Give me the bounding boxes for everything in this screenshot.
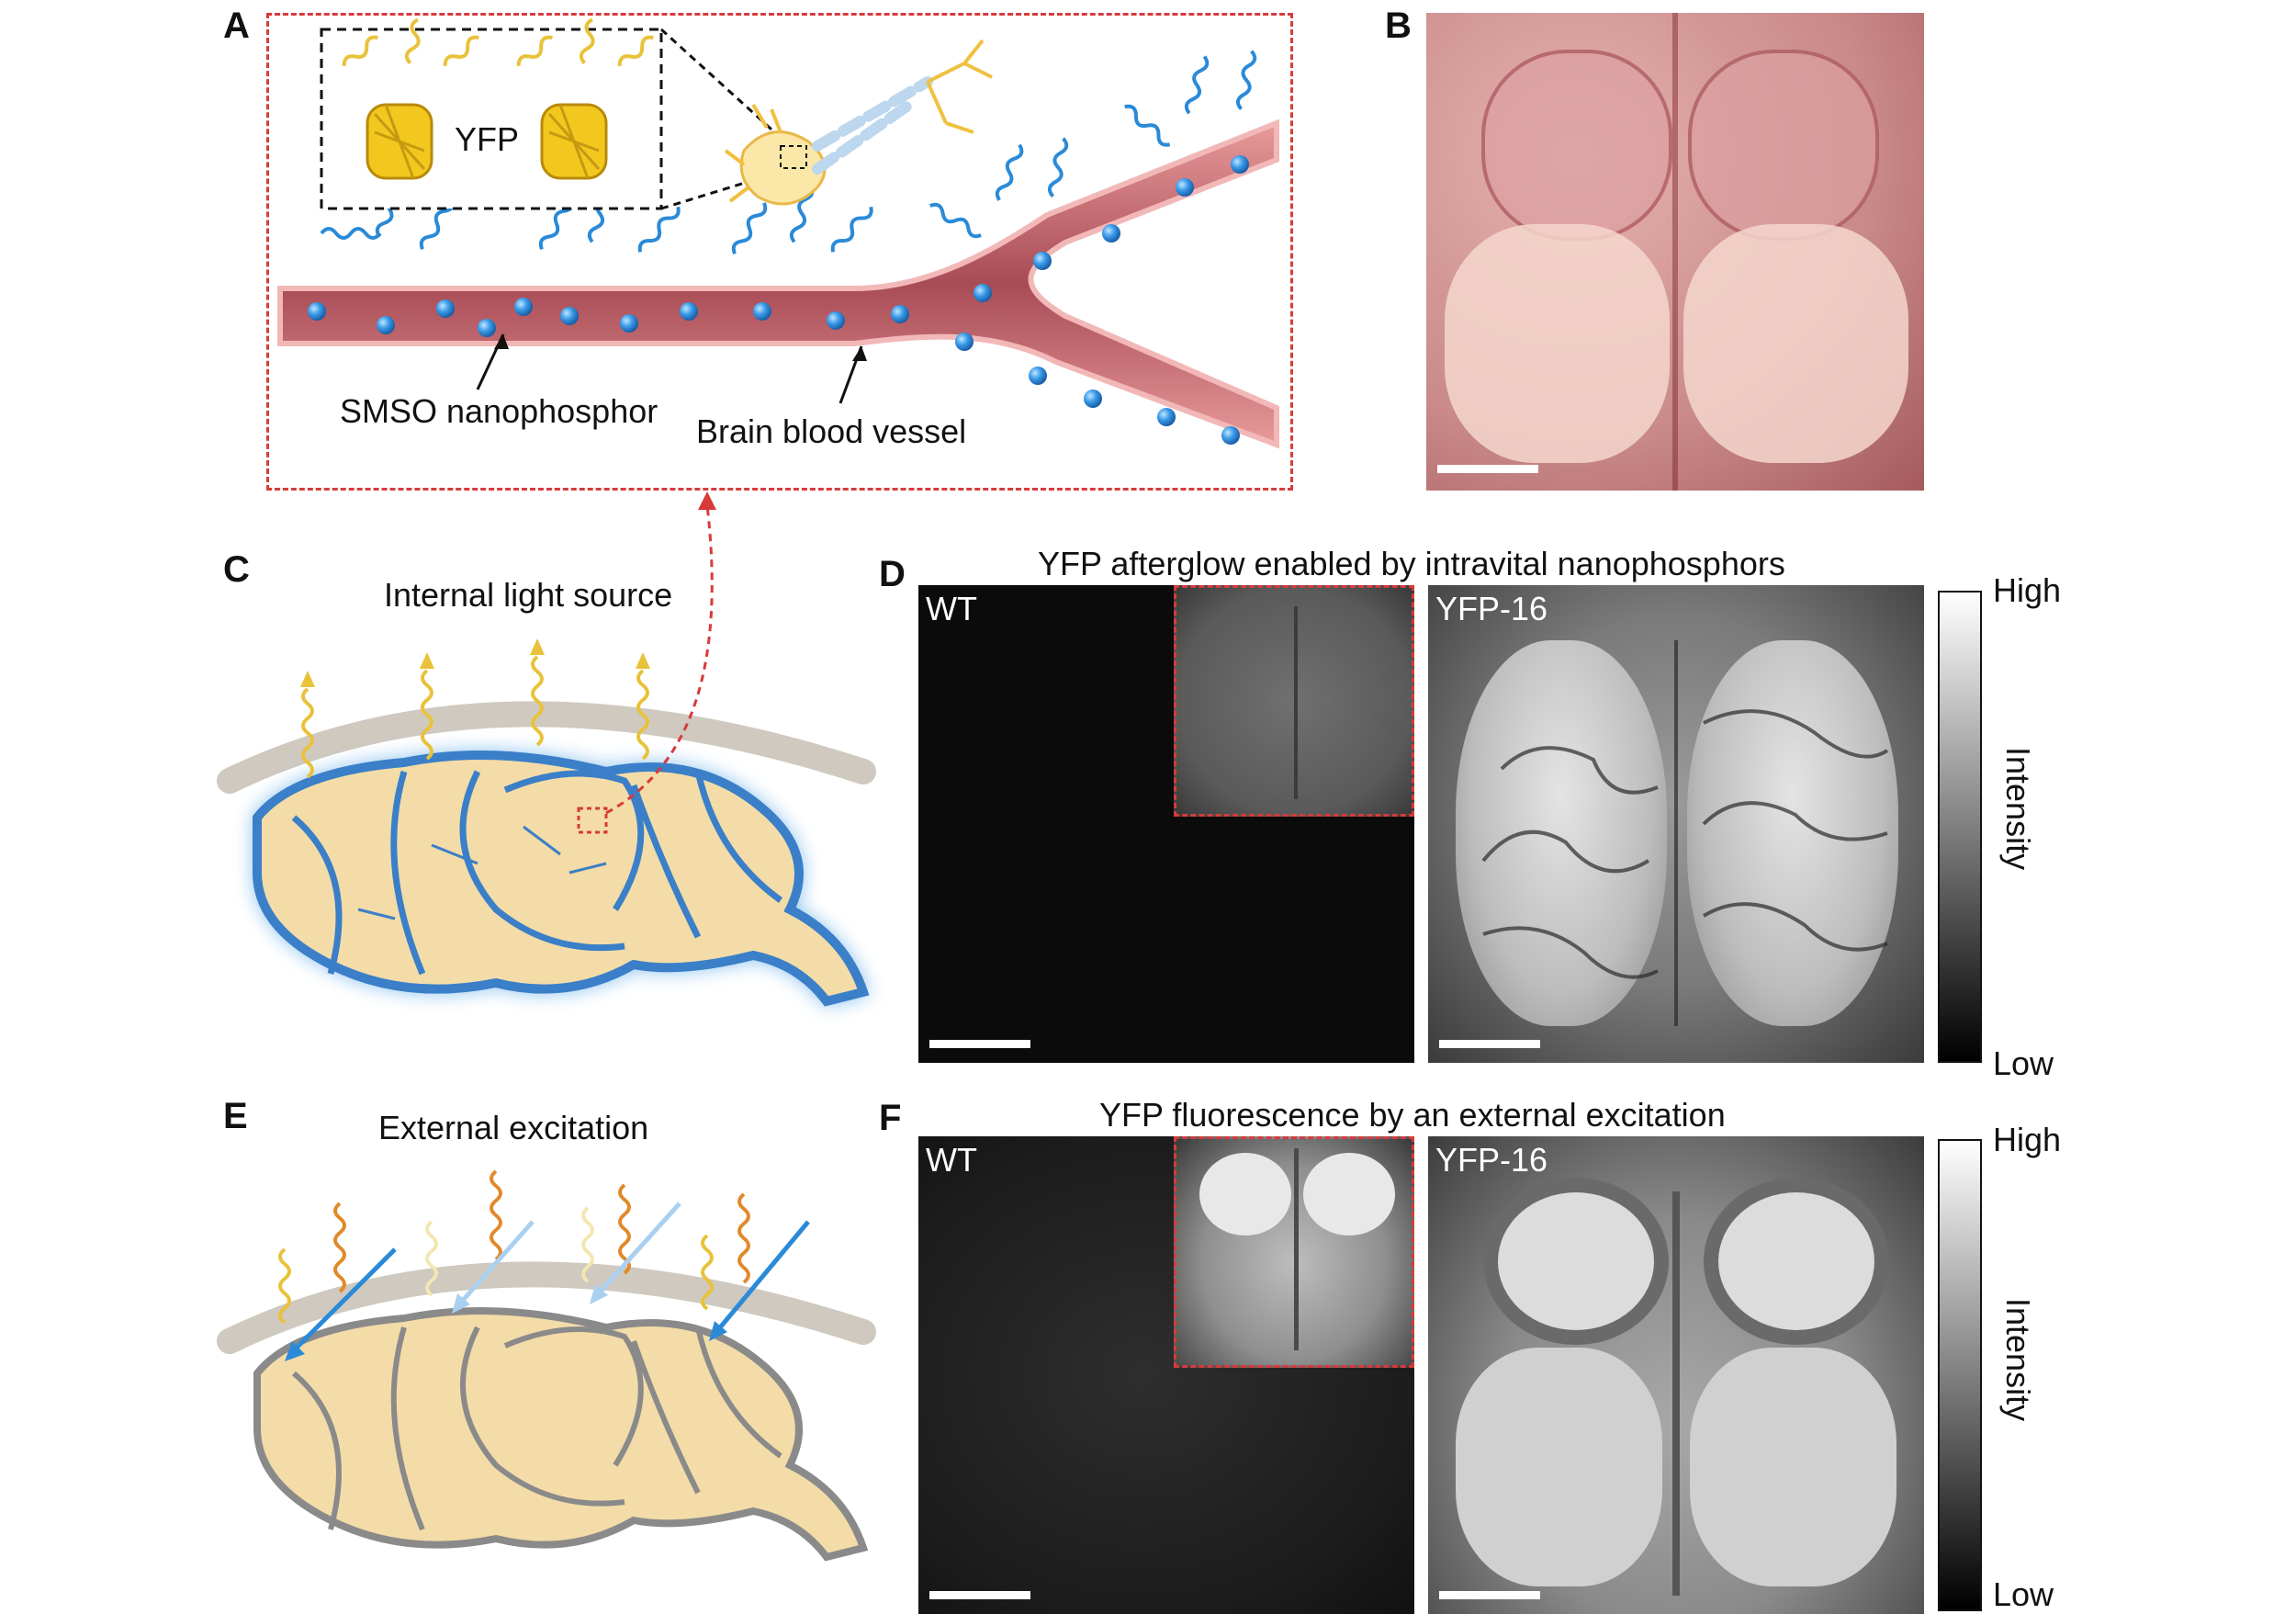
scale-bar <box>1437 465 1538 473</box>
panel-d-title: YFP afterglow enabled by intravital nano… <box>1038 547 1785 581</box>
panel-letter-e: E <box>223 1098 248 1134</box>
panel-letter-a: A <box>223 7 250 44</box>
d-colorbar <box>1938 591 1982 1063</box>
f-wt-scale-bar <box>929 1591 1030 1599</box>
d-yfp16-image: YFP-16 <box>1428 585 1924 1063</box>
d-colorbar-axis: Intensity <box>2001 747 2034 870</box>
brain-icon <box>220 634 882 1020</box>
d-wt-inset <box>1174 585 1414 817</box>
d-wt-label: WT <box>926 593 977 626</box>
brain-photograph <box>1426 13 1924 491</box>
panel-letter-c: C <box>223 551 250 588</box>
d-wt-scale-bar <box>929 1040 1030 1048</box>
d-yfp16-label: YFP-16 <box>1435 593 1548 626</box>
d-wt-image: WT <box>918 585 1414 1063</box>
panel-letter-f: F <box>879 1100 901 1136</box>
f-yfp16-label: YFP-16 <box>1435 1144 1548 1177</box>
f-colorbar-axis: Intensity <box>2001 1298 2034 1421</box>
f-colorbar-low: Low <box>1993 1578 2054 1611</box>
d-colorbar-high: High <box>1993 574 2061 607</box>
panel-c-title: Internal light source <box>384 579 672 612</box>
label-smso-nanophosphor: SMSO nanophosphor <box>340 395 658 428</box>
yfp-inset-text: YFP <box>455 120 519 158</box>
f-wt-label: WT <box>926 1144 977 1177</box>
panel-letter-b: B <box>1385 7 1412 44</box>
f-yfp16-image: YFP-16 <box>1428 1136 1924 1614</box>
panel-f-title: YFP fluorescence by an external excitati… <box>1099 1099 1726 1132</box>
f-wt-inset <box>1174 1136 1414 1368</box>
d-yfp16-scale-bar <box>1439 1040 1540 1048</box>
d-colorbar-low: Low <box>1993 1047 2054 1080</box>
f-colorbar <box>1938 1139 1982 1611</box>
neuron-icon <box>726 40 992 204</box>
f-colorbar-high: High <box>1993 1123 2061 1157</box>
panel-e-title: External excitation <box>378 1112 648 1145</box>
f-yfp16-scale-bar <box>1439 1591 1540 1599</box>
label-brain-blood-vessel: Brain blood vessel <box>696 415 966 448</box>
panel-letter-d: D <box>879 556 906 593</box>
brain-excitation-icon <box>220 1167 882 1571</box>
f-wt-image: WT <box>918 1136 1414 1614</box>
